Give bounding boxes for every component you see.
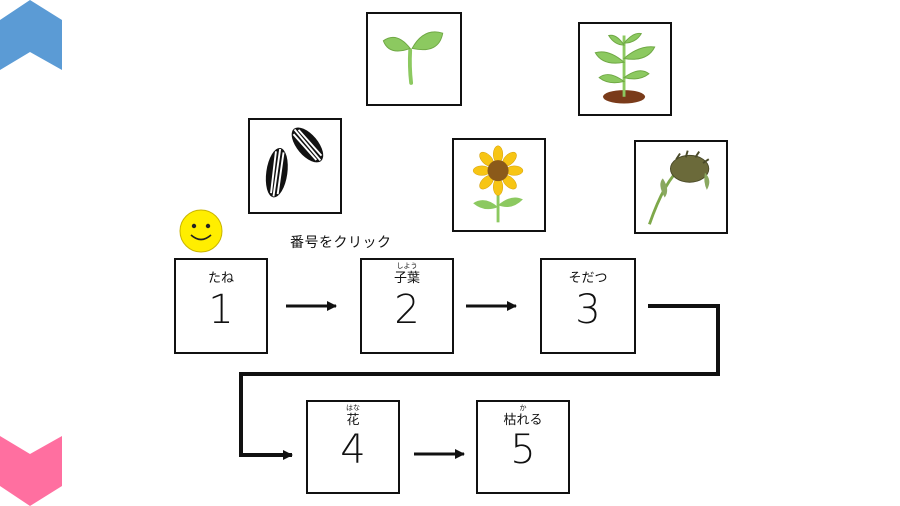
growing-plant-icon [594, 32, 656, 104]
stage-5-number: 5 [510, 427, 536, 473]
stage-2-button[interactable]: しよう 子葉 2 [360, 258, 454, 354]
sunflower-seeds-icon [265, 127, 324, 198]
growing-plant-card[interactable] [578, 22, 672, 116]
stage-3-number: 3 [575, 287, 601, 333]
stage-5-label: 枯れる [503, 413, 543, 428]
sprout-card[interactable] [366, 12, 462, 106]
stage-1-number: 1 [208, 287, 234, 333]
instruction-label: 番号をクリック [290, 235, 392, 251]
top-ribbon-icon [0, 0, 62, 70]
stage-4-ruby: はな [346, 404, 360, 412]
smiley-icon [179, 209, 223, 253]
stage-5-ruby: か [519, 404, 527, 412]
stage-5-button[interactable]: か 枯れる 5 [476, 400, 570, 494]
stage-2-number: 2 [394, 287, 420, 333]
stage-4-button[interactable]: はな 花 4 [306, 400, 400, 494]
withered-sunflower-icon [648, 150, 710, 225]
stage-4-label: 花 [346, 413, 360, 428]
stage-1-button[interactable]: たね 1 [174, 258, 268, 354]
sunflower-card[interactable] [452, 138, 546, 232]
sunflower-icon [472, 145, 524, 223]
stage-3-button[interactable]: そだつ 3 [540, 258, 636, 354]
stage-3-label: そだつ [568, 271, 608, 286]
bottom-ribbon-icon [0, 436, 62, 506]
stage-1-label: たね [207, 271, 234, 286]
stage-2-label: 子葉 [393, 271, 420, 286]
sprout-icon [382, 31, 444, 85]
seeds-card[interactable] [248, 118, 342, 214]
withered-sunflower-card[interactable] [634, 140, 728, 234]
stage-2-ruby: しよう [396, 262, 418, 270]
stage-4-number: 4 [340, 427, 366, 473]
